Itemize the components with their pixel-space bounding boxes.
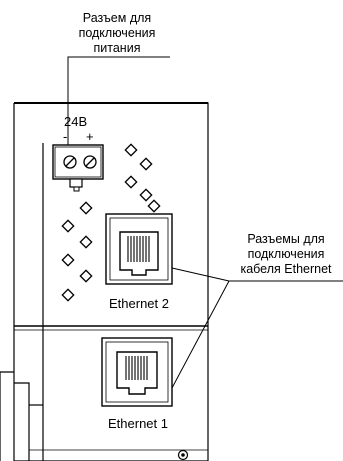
terminal-screw-left-icon: [63, 155, 77, 169]
power-label-line-3: питания: [94, 41, 141, 55]
ethernet-leader-upper: [171, 267, 230, 282]
ethernet-connectors-callout: Разъемы для подключения кабеля Ethernet: [171, 232, 343, 389]
power-connector-callout: Разъем для подключения питания: [67, 11, 170, 145]
led-diamond-icon: [61, 219, 75, 233]
power-terminal: 24В - +: [52, 114, 104, 192]
led-diamond-icon: [79, 235, 93, 249]
ethernet-port-lower: Ethernet 1: [101, 337, 173, 431]
led-diamond-icon: [147, 199, 161, 213]
minus-label: -: [63, 129, 67, 144]
power-label-line-1: Разъем для: [83, 11, 151, 25]
ethernet-label-line-3: кабеля Ethernet: [240, 262, 332, 276]
led-diamond-icon: [61, 288, 75, 302]
led-diamond-icon: [79, 269, 93, 283]
mounting-screw-icon: [177, 449, 189, 461]
plus-label: +: [86, 129, 94, 144]
power-leader-line: [67, 56, 170, 145]
voltage-label: 24В: [64, 114, 87, 129]
led-diamond-icon: [124, 175, 138, 189]
ethernet-label-line-2: подключения: [248, 247, 325, 261]
ethernet-label-line-1: Разъемы для: [247, 232, 324, 246]
led-diamond-icon: [139, 188, 153, 202]
terminal-screw-right-icon: [83, 155, 97, 169]
led-diamond-icon: [61, 253, 75, 267]
ethernet-2-label: Ethernet 2: [109, 296, 169, 311]
power-label-line-2: подключения: [79, 26, 156, 40]
ethernet-leader-lower: [171, 280, 230, 389]
ethernet-port-upper: Ethernet 2: [105, 213, 173, 311]
device-housing: [0, 102, 209, 461]
status-led-group: [61, 143, 161, 302]
led-diamond-icon: [124, 143, 138, 157]
led-diamond-icon: [79, 201, 93, 215]
ethernet-1-label: Ethernet 1: [108, 416, 168, 431]
led-diamond-icon: [139, 157, 153, 171]
